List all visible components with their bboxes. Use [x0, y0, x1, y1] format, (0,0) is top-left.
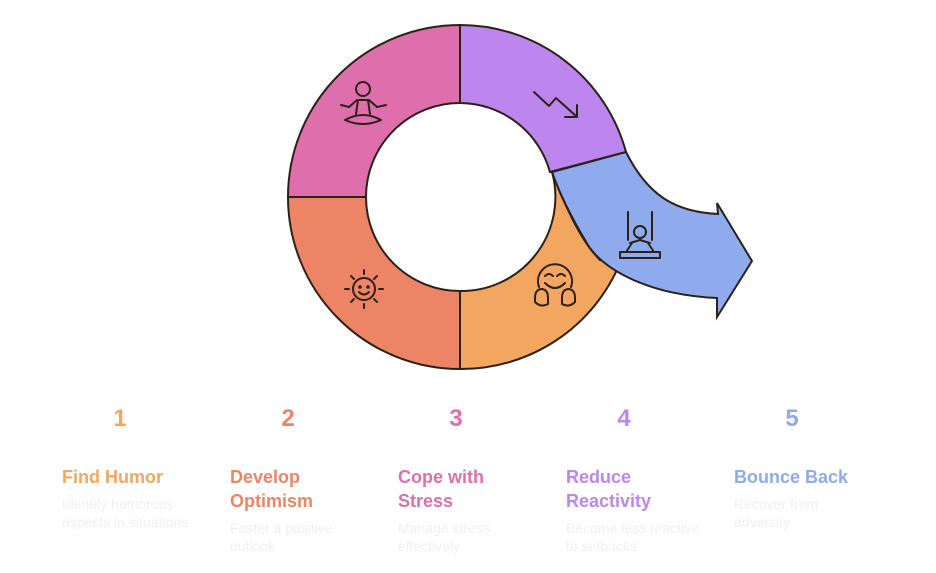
step-number: 2	[281, 405, 295, 432]
step-bounce-back: 5 Bounce Back Recover from adversity	[734, 405, 884, 531]
step-cope-with-stress: 3 Cope with Stress Manage stress effecti…	[398, 405, 548, 555]
step-description: Identify humorous aspects in situations	[62, 496, 189, 530]
meditation-icon	[340, 81, 387, 125]
step-number: 3	[449, 405, 463, 432]
laughing-face-icon	[534, 263, 576, 307]
step-number: 1	[113, 405, 127, 432]
step-title: Cope with Stress	[398, 467, 484, 511]
step-number: 5	[785, 405, 799, 432]
segment-cope-with-stress	[286, 23, 461, 198]
step-title: Bounce Back	[734, 467, 849, 487]
step-title: Reduce Reactivity	[566, 467, 652, 511]
step-reduce-reactivity: 4 Reduce Reactivity Become less reactive…	[566, 405, 716, 555]
step-description: Manage stress effectively	[398, 520, 490, 554]
sun-icon	[344, 269, 384, 309]
step-title: Develop Optimism	[230, 467, 314, 511]
trend-down-icon	[533, 91, 578, 118]
segment-reduce-reactivity	[459, 23, 628, 174]
step-find-humor: 1 Find Humor Identify humorous aspects i…	[62, 405, 212, 531]
step-title: Find Humor	[62, 467, 163, 487]
step-description: Foster a positive outlook	[230, 520, 333, 554]
step-develop-optimism: 2 Develop Optimism Foster a positive out…	[230, 405, 380, 555]
swing-icon	[619, 211, 661, 259]
resilience-cycle-diagram	[286, 23, 754, 371]
step-number: 4	[617, 405, 631, 432]
step-description: Recover from adversity	[734, 496, 819, 530]
step-description: Become less reactive to setbacks	[566, 520, 700, 554]
